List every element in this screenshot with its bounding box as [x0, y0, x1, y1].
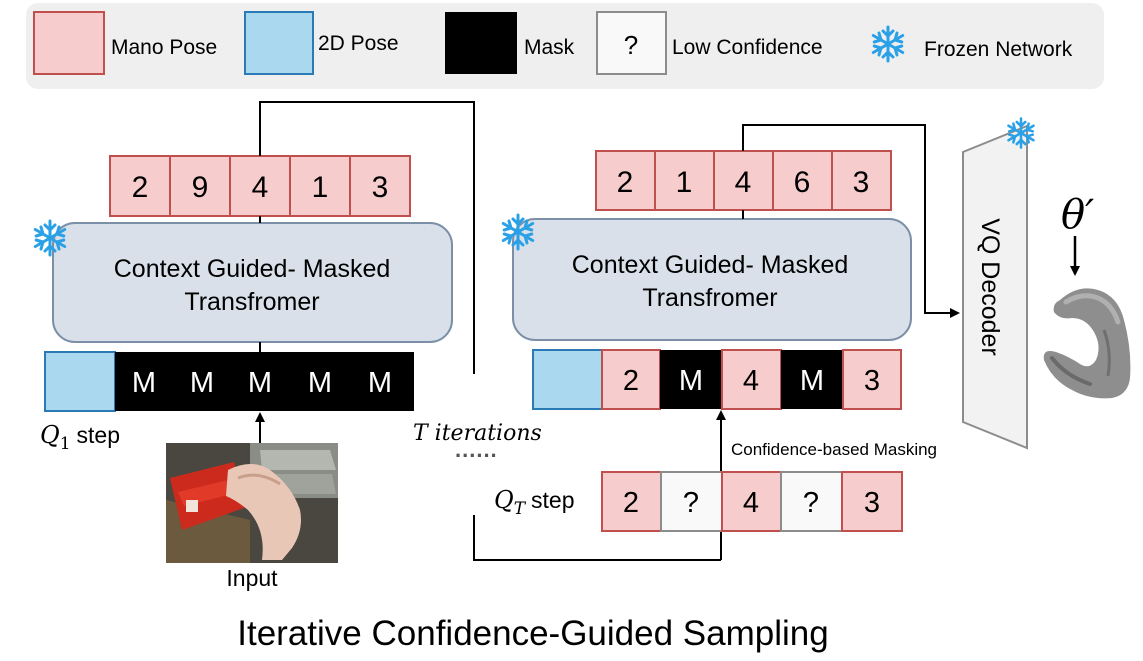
right-token-3-value: 4	[735, 166, 752, 199]
left-token-1-value: 2	[132, 171, 149, 204]
decoder-arrow	[742, 124, 960, 318]
right-input-token-1	[601, 349, 661, 410]
qt-token-2	[660, 471, 723, 532]
legend-mano-label: Mano Pose	[111, 36, 217, 59]
legend-mask-label: Mask	[524, 36, 575, 59]
right-token-5-value: 3	[853, 166, 870, 199]
left-output-tokens: 2 9 4 1 3	[109, 155, 411, 217]
left-mask-5: M	[368, 367, 392, 399]
qt-token-5-value: 3	[864, 487, 880, 519]
left-mask-3: M	[248, 367, 272, 399]
left-transformer-line1: Context Guided- Masked	[114, 255, 391, 283]
right-input-token-2	[660, 350, 722, 409]
right-input-token-1-value: 2	[623, 365, 639, 397]
input-image	[166, 443, 338, 563]
iteration-loop-top	[259, 101, 475, 374]
left-token-4-value: 1	[312, 171, 329, 204]
hand-mesh-image	[1043, 288, 1131, 399]
legend-lowconf-label: Low Confidence	[672, 36, 823, 59]
qt-token-4-value: ?	[803, 487, 819, 519]
qt-token-2-value: ?	[683, 487, 699, 519]
left-mask-2: M	[190, 367, 214, 399]
qt-token-5	[841, 471, 903, 532]
right-input-token-4	[781, 350, 843, 409]
right-input-token-3	[721, 349, 782, 410]
left-token-5-value: 3	[372, 171, 389, 204]
left-transformer-box	[52, 222, 453, 343]
left-2d-pose-token	[44, 351, 116, 412]
left-token-1	[109, 155, 171, 217]
right-token-1-value: 2	[617, 166, 634, 199]
right-token-2-value: 1	[676, 166, 693, 199]
legend-mano-swatch	[33, 11, 105, 75]
right-token-5	[831, 150, 892, 211]
right-input-token-5	[842, 349, 902, 410]
left-step-subscript: 1	[60, 434, 71, 454]
qt-token-1-value: 2	[623, 487, 639, 519]
legend: Mano Pose 2D Pose Mask ? Low Confidence …	[26, 3, 1104, 89]
right-transformer-box	[512, 218, 912, 341]
right-2d-pose-token	[532, 349, 603, 410]
right-token-1	[595, 150, 656, 211]
figure-title: Iterative Confidence-Guided Sampling	[237, 614, 828, 653]
right-step-word: step	[531, 487, 574, 513]
right-step-subscript: T	[514, 499, 527, 519]
left-token-5	[349, 155, 411, 217]
legend-2d-label: 2D Pose	[318, 32, 399, 55]
legend-mask-swatch	[445, 12, 517, 74]
right-token-2	[654, 150, 715, 211]
left-token-4	[289, 155, 351, 217]
left-token-2-value: 9	[192, 171, 209, 204]
right-input-token-5-value: 3	[864, 365, 880, 397]
right-output-tokens: 2 1 4 6 3	[595, 150, 892, 211]
legend-lowconf-swatch	[596, 11, 667, 75]
left-token-3-value: 4	[252, 171, 269, 204]
qt-token-1	[601, 471, 662, 532]
qt-token-3	[721, 471, 782, 532]
right-input-token-4-value: M	[800, 365, 824, 397]
vq-decoder-label: VQ Decoder	[976, 218, 1004, 356]
vq-decoder-box	[962, 124, 1028, 450]
left-mask-1: M	[132, 367, 156, 399]
legend-lowconf-symbol: ?	[624, 30, 638, 60]
input-label: Input	[226, 565, 278, 591]
right-token-4-value: 6	[794, 166, 811, 199]
qt-token-3-value: 4	[743, 487, 759, 519]
iterations-dots: ......	[455, 437, 498, 462]
left-mask-row	[115, 352, 414, 411]
right-panel: 2 1 4 6 3 Context Guided- Masked Transfr…	[473, 117, 1131, 561]
left-mask-4: M	[308, 367, 332, 399]
qt-token-4	[780, 471, 843, 532]
right-transformer-line2: Transfromer	[642, 284, 777, 312]
left-transformer-line2: Transfromer	[184, 288, 319, 316]
theta-label: θ′	[1061, 192, 1094, 238]
legend-2d-swatch	[244, 11, 314, 75]
masking-label: Confidence-based Masking	[731, 440, 937, 459]
iterations-label: T iterations	[413, 421, 542, 446]
right-transformer-line1: Context Guided- Masked	[572, 251, 849, 279]
iteration-loop-bottom	[473, 515, 721, 561]
left-panel: 2 9 4 1 3 Context Guided- Masked Transfr…	[33, 101, 475, 591]
legend-frozen-label: Frozen Network	[924, 38, 1073, 61]
left-step-word: step	[77, 422, 120, 448]
right-input-token-3-value: 4	[743, 365, 759, 397]
right-input-token-2-value: M	[679, 365, 703, 397]
